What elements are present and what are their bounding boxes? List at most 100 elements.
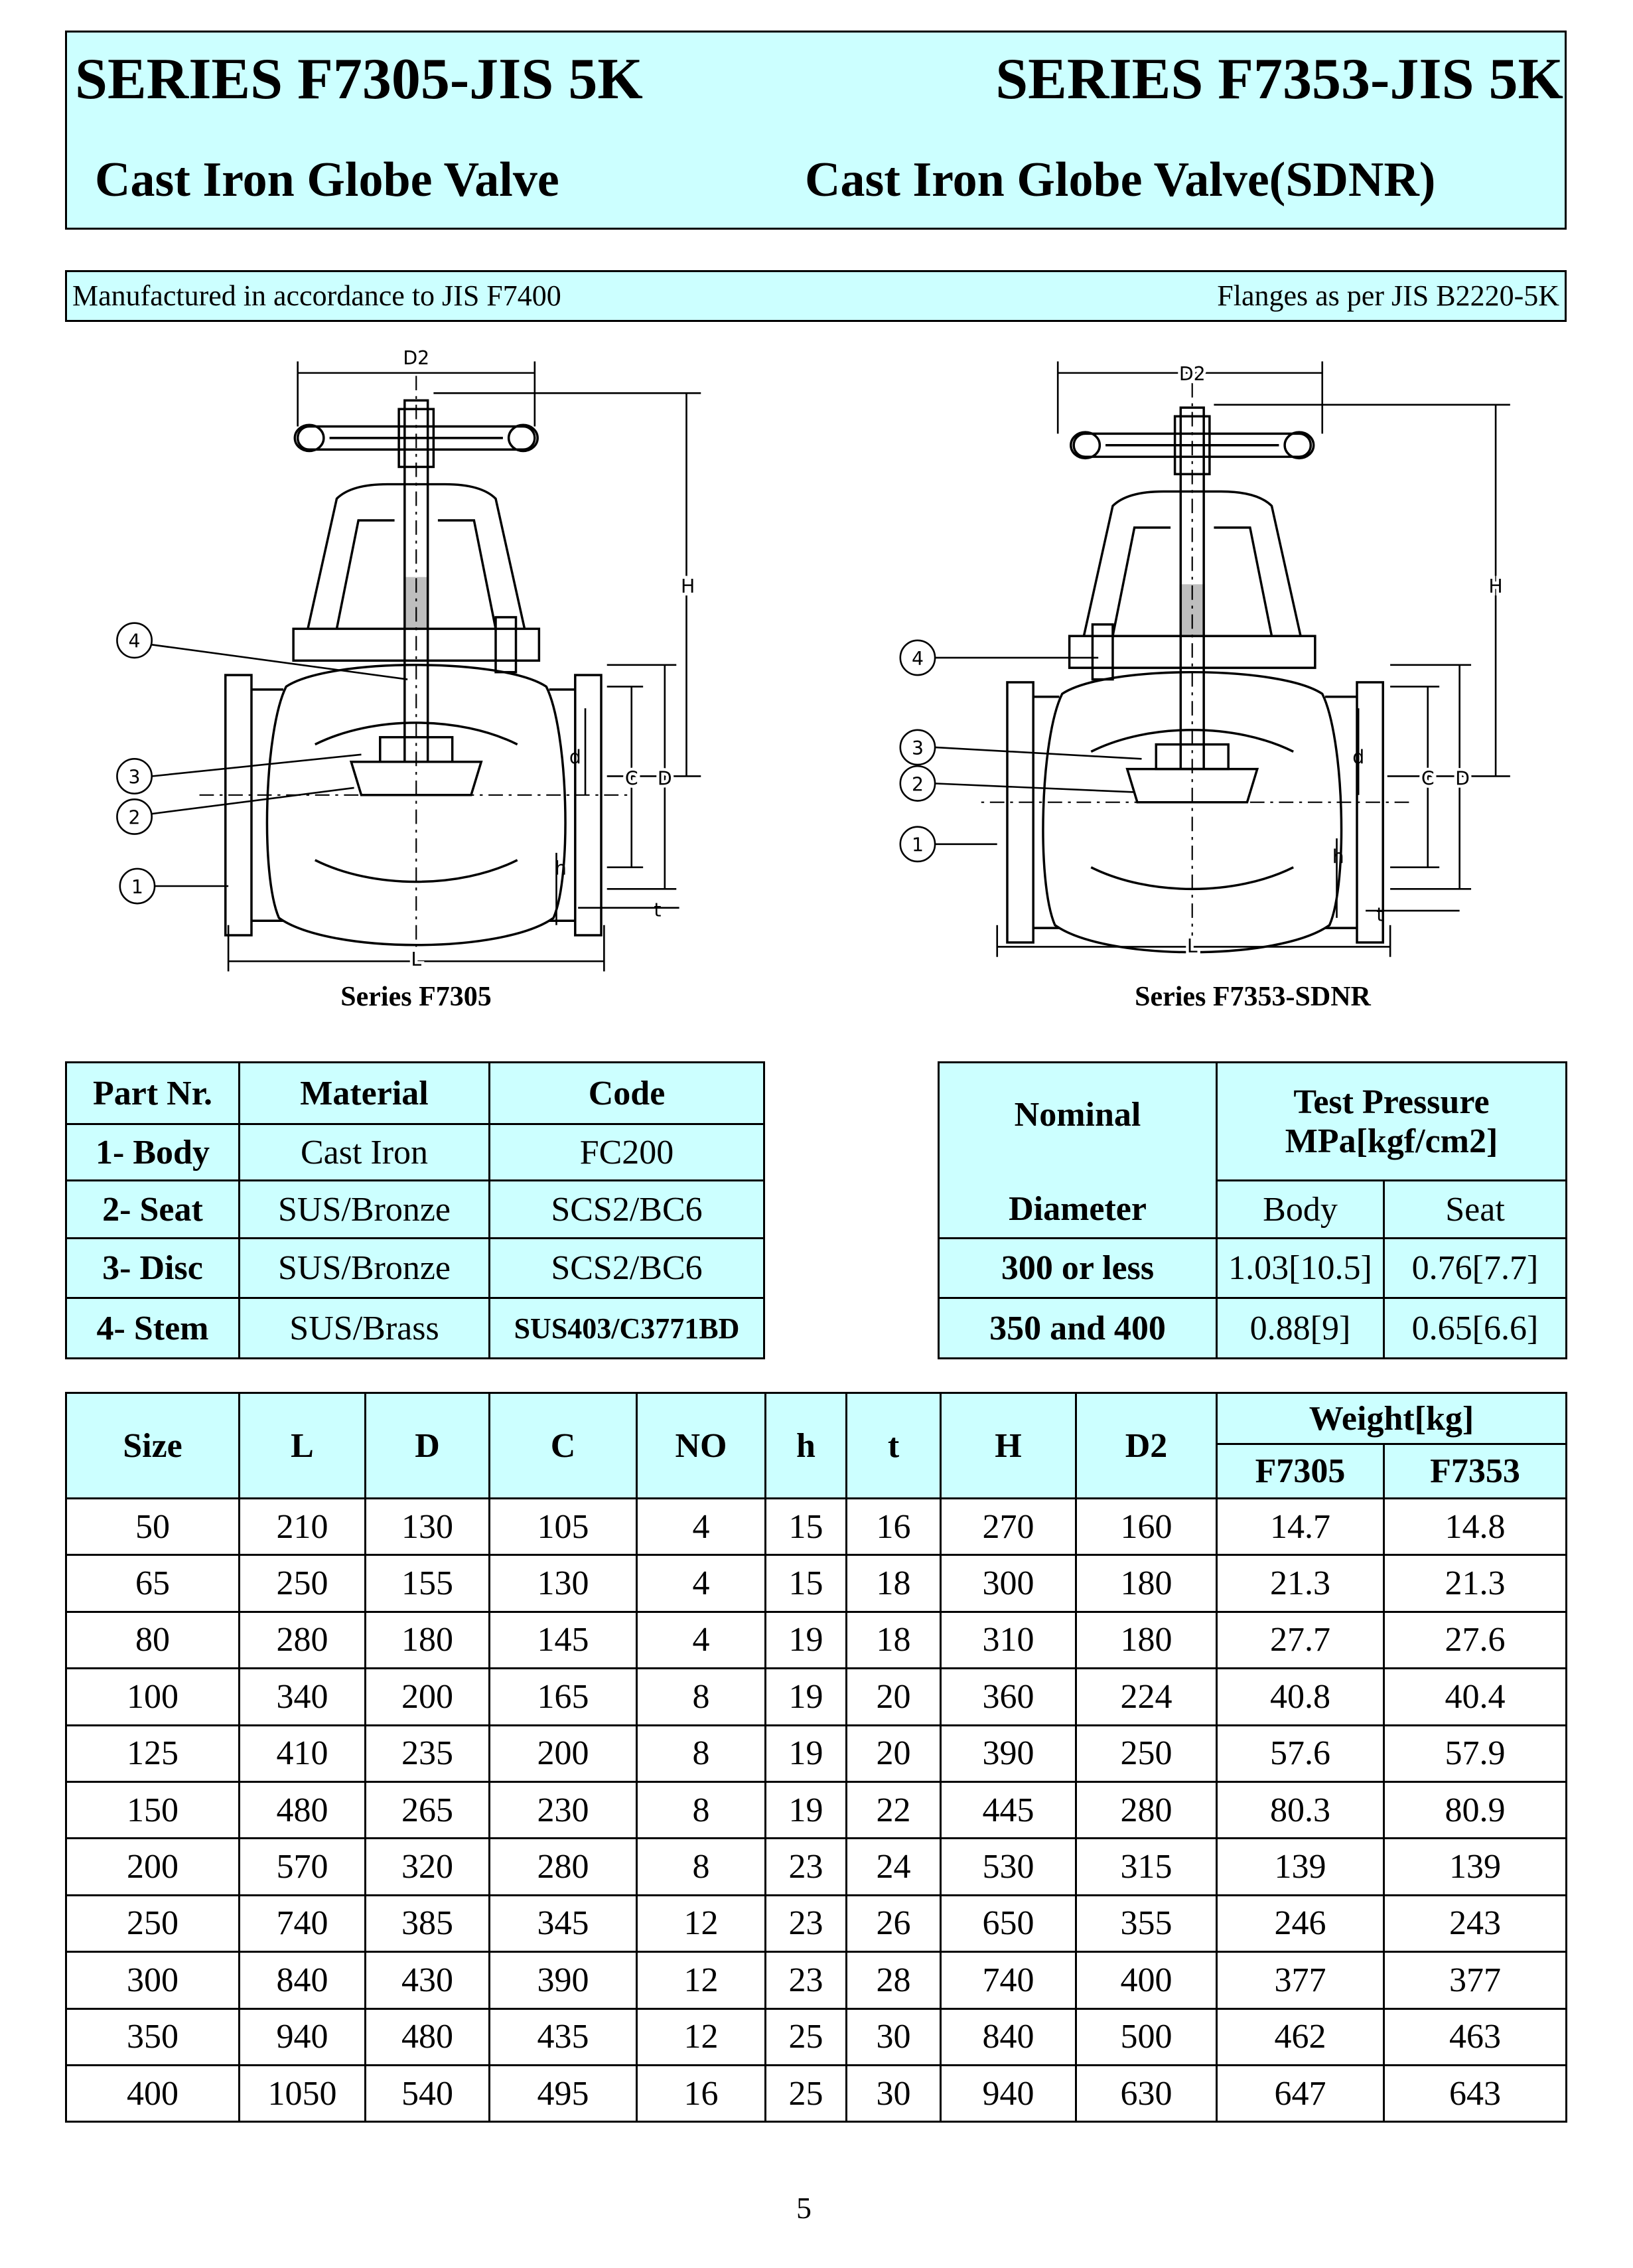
manufacturing-standard: Manufactured in accordance to JIS F7400 [72,279,561,312]
cell-l: 280 [238,1610,366,1670]
cell-h-height: 445 [940,1780,1077,1840]
table-row: 1- Body Cast Iron FC200 [65,1123,765,1181]
cell-weight-f7353: 27.6 [1382,1610,1568,1670]
f7353-subtitle: Cast Iron Globe Valve(SDNR) [805,153,1436,207]
cell-weight-f7305: 647 [1216,2064,1385,2123]
header-part-nr: Part Nr. [65,1061,240,1125]
part-material: SUS/Brass [238,1297,490,1359]
dimension-table: Size L D C NO h t H D2 Weight[kg] F7305 … [65,1392,1568,2123]
cell-no: 12 [636,2007,766,2066]
cell-t: 28 [845,1951,942,2010]
dim-label-h-height: H [681,575,695,597]
dim-label-h-height: H [1488,575,1502,597]
dim-label-d: D [658,768,672,790]
cell-h-small: 23 [764,1894,847,1953]
part-code: SUS403/C3771BD [488,1297,765,1359]
cell-h-small: 19 [764,1724,847,1783]
cell-c: 165 [488,1667,638,1726]
cell-weight-f7353: 139 [1382,1837,1568,1896]
cell-d: 540 [364,2064,490,2123]
callout-3: 3 [912,737,924,759]
cell-size: 200 [65,1837,240,1896]
cell-size: 350 [65,2007,240,2066]
cell-l: 940 [238,2007,366,2066]
part-code: FC200 [488,1123,765,1181]
table-header-row: Nominal Diameter Test Pressure MPa[kgf/c… [938,1061,1567,1239]
cell-d: 155 [364,1554,490,1613]
cell-h-height: 940 [940,2064,1077,2123]
cell-d2: 400 [1075,1951,1218,2010]
cell-size: 100 [65,1667,240,1726]
cell-h-small: 15 [764,1554,847,1613]
callout-1: 1 [131,876,143,898]
cell-d2: 630 [1075,2064,1218,2123]
cell-d2: 500 [1075,2007,1218,2066]
cell-l: 210 [238,1497,366,1556]
cell-weight-f7305: 462 [1216,2007,1385,2066]
cell-c: 230 [488,1780,638,1840]
header-test-pressure: Test Pressure MPa[kgf/cm2] [1216,1061,1567,1181]
cell-d: 235 [364,1724,490,1783]
page-number: 5 [796,2191,812,2225]
series-f7353-title: SERIES F7353-JIS 5K [995,47,1563,112]
cell-no: 4 [636,1610,766,1670]
cell-d2: 180 [1075,1554,1218,1613]
cell-weight-f7305: 40.8 [1216,1667,1385,1726]
cell-l: 1050 [238,2064,366,2123]
cell-l: 570 [238,1837,366,1896]
test-pressure-table: Nominal Diameter Test Pressure MPa[kgf/c… [938,1061,1567,1359]
header-d: D [364,1392,490,1499]
caption-f7353: Series F7353-SDNR [1135,982,1371,1012]
cell-h-height: 310 [940,1610,1077,1670]
cell-l: 410 [238,1724,366,1783]
header-weight-f7305: F7305 [1216,1443,1385,1499]
table-row: 2- Seat SUS/Bronze SCS2/BC6 [65,1179,765,1239]
series-f7305-title: SERIES F7305-JIS 5K [75,47,643,112]
cell-l: 480 [238,1780,366,1840]
cell-h-small: 25 [764,2007,847,2066]
header-size: Size [65,1392,240,1499]
cell-d2: 315 [1075,1837,1218,1896]
cell-size: 80 [65,1610,240,1670]
part-name: 2- Seat [65,1179,240,1239]
test-pressure-label: Test Pressure [1293,1083,1490,1121]
cell-size: 250 [65,1894,240,1953]
cell-d: 320 [364,1837,490,1896]
cell-c: 200 [488,1724,638,1783]
cell-size: 150 [65,1780,240,1840]
cell-size: 400 [65,2064,240,2123]
caption-f7305: Series F7305 [340,982,492,1012]
cell-weight-f7305: 21.3 [1216,1554,1385,1613]
f7305-drawing: D2 H d C D h t L 4 3 2 1 [116,347,701,973]
header-material: Material [238,1061,490,1125]
cell-no: 4 [636,1497,766,1556]
dim-label-c: C [1421,768,1435,790]
cell-d: 385 [364,1894,490,1953]
cell-t: 18 [845,1610,942,1670]
cell-weight-f7353: 463 [1382,2007,1568,2066]
parts-material-table: Part Nr. Material Code 1- Body Cast Iron… [65,1061,765,1359]
dim-label-d2: D2 [1179,363,1206,385]
cell-c: 280 [488,1837,638,1896]
dim-label-c: C [625,768,638,790]
nominal-diameter: 350 and 400 [938,1297,1218,1359]
cell-weight-f7353: 243 [1382,1894,1568,1953]
callout-1: 1 [912,834,924,856]
cell-d2: 280 [1075,1780,1218,1840]
cell-t: 26 [845,1894,942,1953]
cell-d: 480 [364,2007,490,2066]
cell-weight-f7353: 643 [1382,2064,1568,2123]
cell-t: 22 [845,1780,942,1840]
cell-h-height: 840 [940,2007,1077,2066]
header-h-height: H [940,1392,1077,1499]
cell-no: 16 [636,2064,766,2123]
header-seat: Seat [1383,1179,1567,1239]
